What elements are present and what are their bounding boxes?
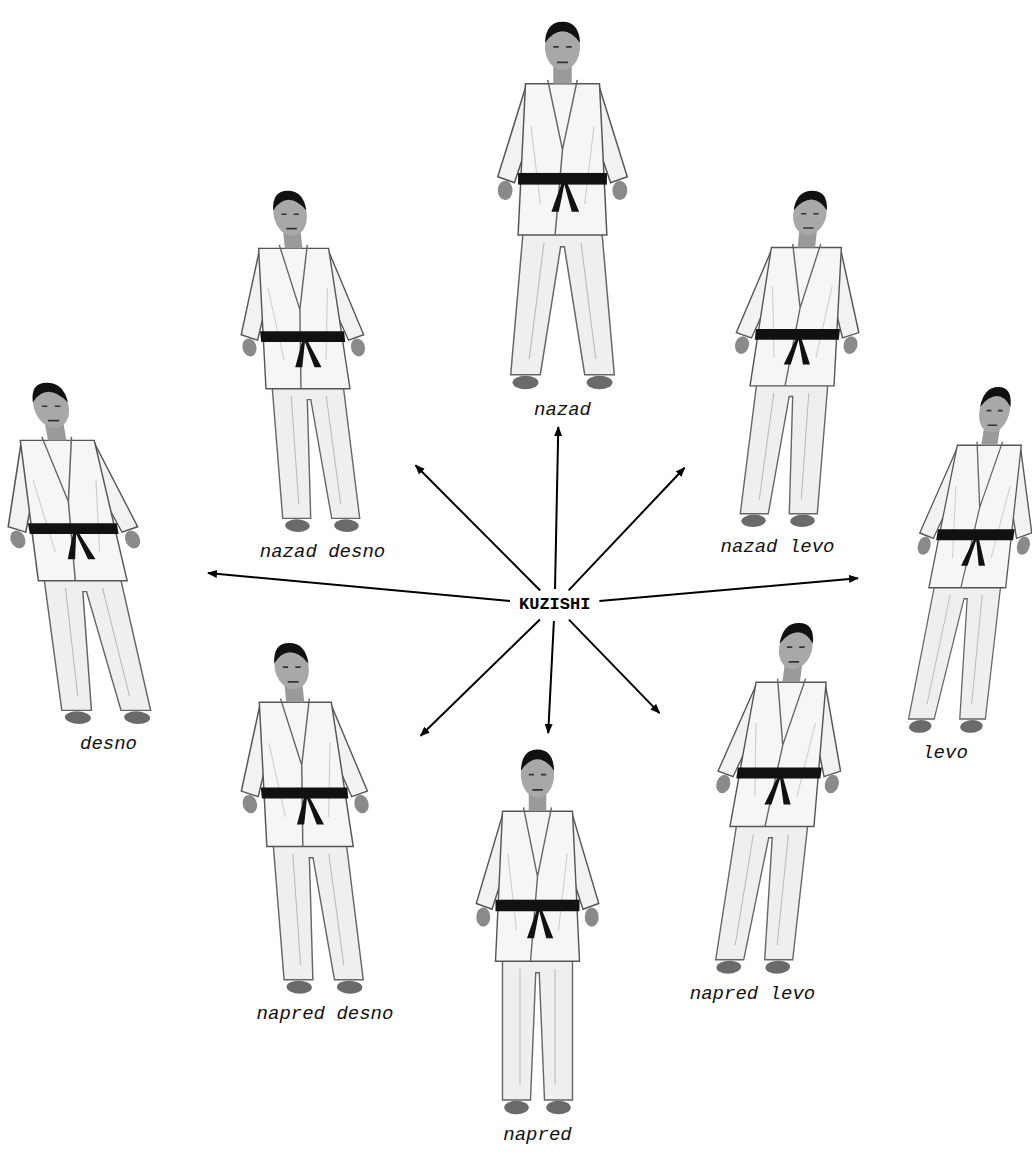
direction-label: napred desno	[254, 1002, 397, 1026]
pose-photo: nazad levo	[688, 180, 867, 559]
direction-label: napred levo	[687, 982, 818, 1006]
judoka-figure	[865, 376, 1025, 741]
judoka-figure	[235, 632, 415, 1002]
direction-label: levo	[919, 741, 971, 765]
judoka-figure	[470, 10, 655, 398]
direction-arrow	[416, 465, 541, 590]
direction-label: nazad desno	[257, 540, 388, 564]
direction-label: napred	[500, 1123, 574, 1147]
direction-arrow	[569, 468, 685, 591]
judoka-figure	[16, 372, 201, 732]
pose-photo: napred desno	[233, 632, 417, 1026]
center-title: KUZISHI	[515, 594, 594, 616]
judoka-figure	[690, 180, 865, 535]
pose-photo: napred	[448, 738, 627, 1147]
judoka-figure	[450, 738, 625, 1123]
pose-photo: napred levo	[663, 612, 842, 1006]
pose-photo: levo	[863, 376, 1027, 765]
direction-arrow	[208, 573, 510, 601]
direction-arrow	[555, 427, 558, 589]
direction-label: nazad	[531, 398, 594, 422]
judoka-figure	[235, 180, 410, 540]
pose-photo: nazad desno	[233, 180, 412, 564]
judoka-figure	[665, 612, 840, 982]
center-node: KUZISHI	[515, 594, 594, 616]
pose-photo: nazad	[468, 10, 657, 422]
direction-label: desno	[77, 732, 140, 756]
direction-arrow	[421, 620, 540, 736]
direction-arrow	[548, 621, 554, 733]
direction-arrow	[569, 620, 660, 714]
direction-arrow	[599, 578, 858, 601]
pose-photo: desno	[14, 372, 203, 756]
direction-label: nazad levo	[717, 535, 837, 559]
